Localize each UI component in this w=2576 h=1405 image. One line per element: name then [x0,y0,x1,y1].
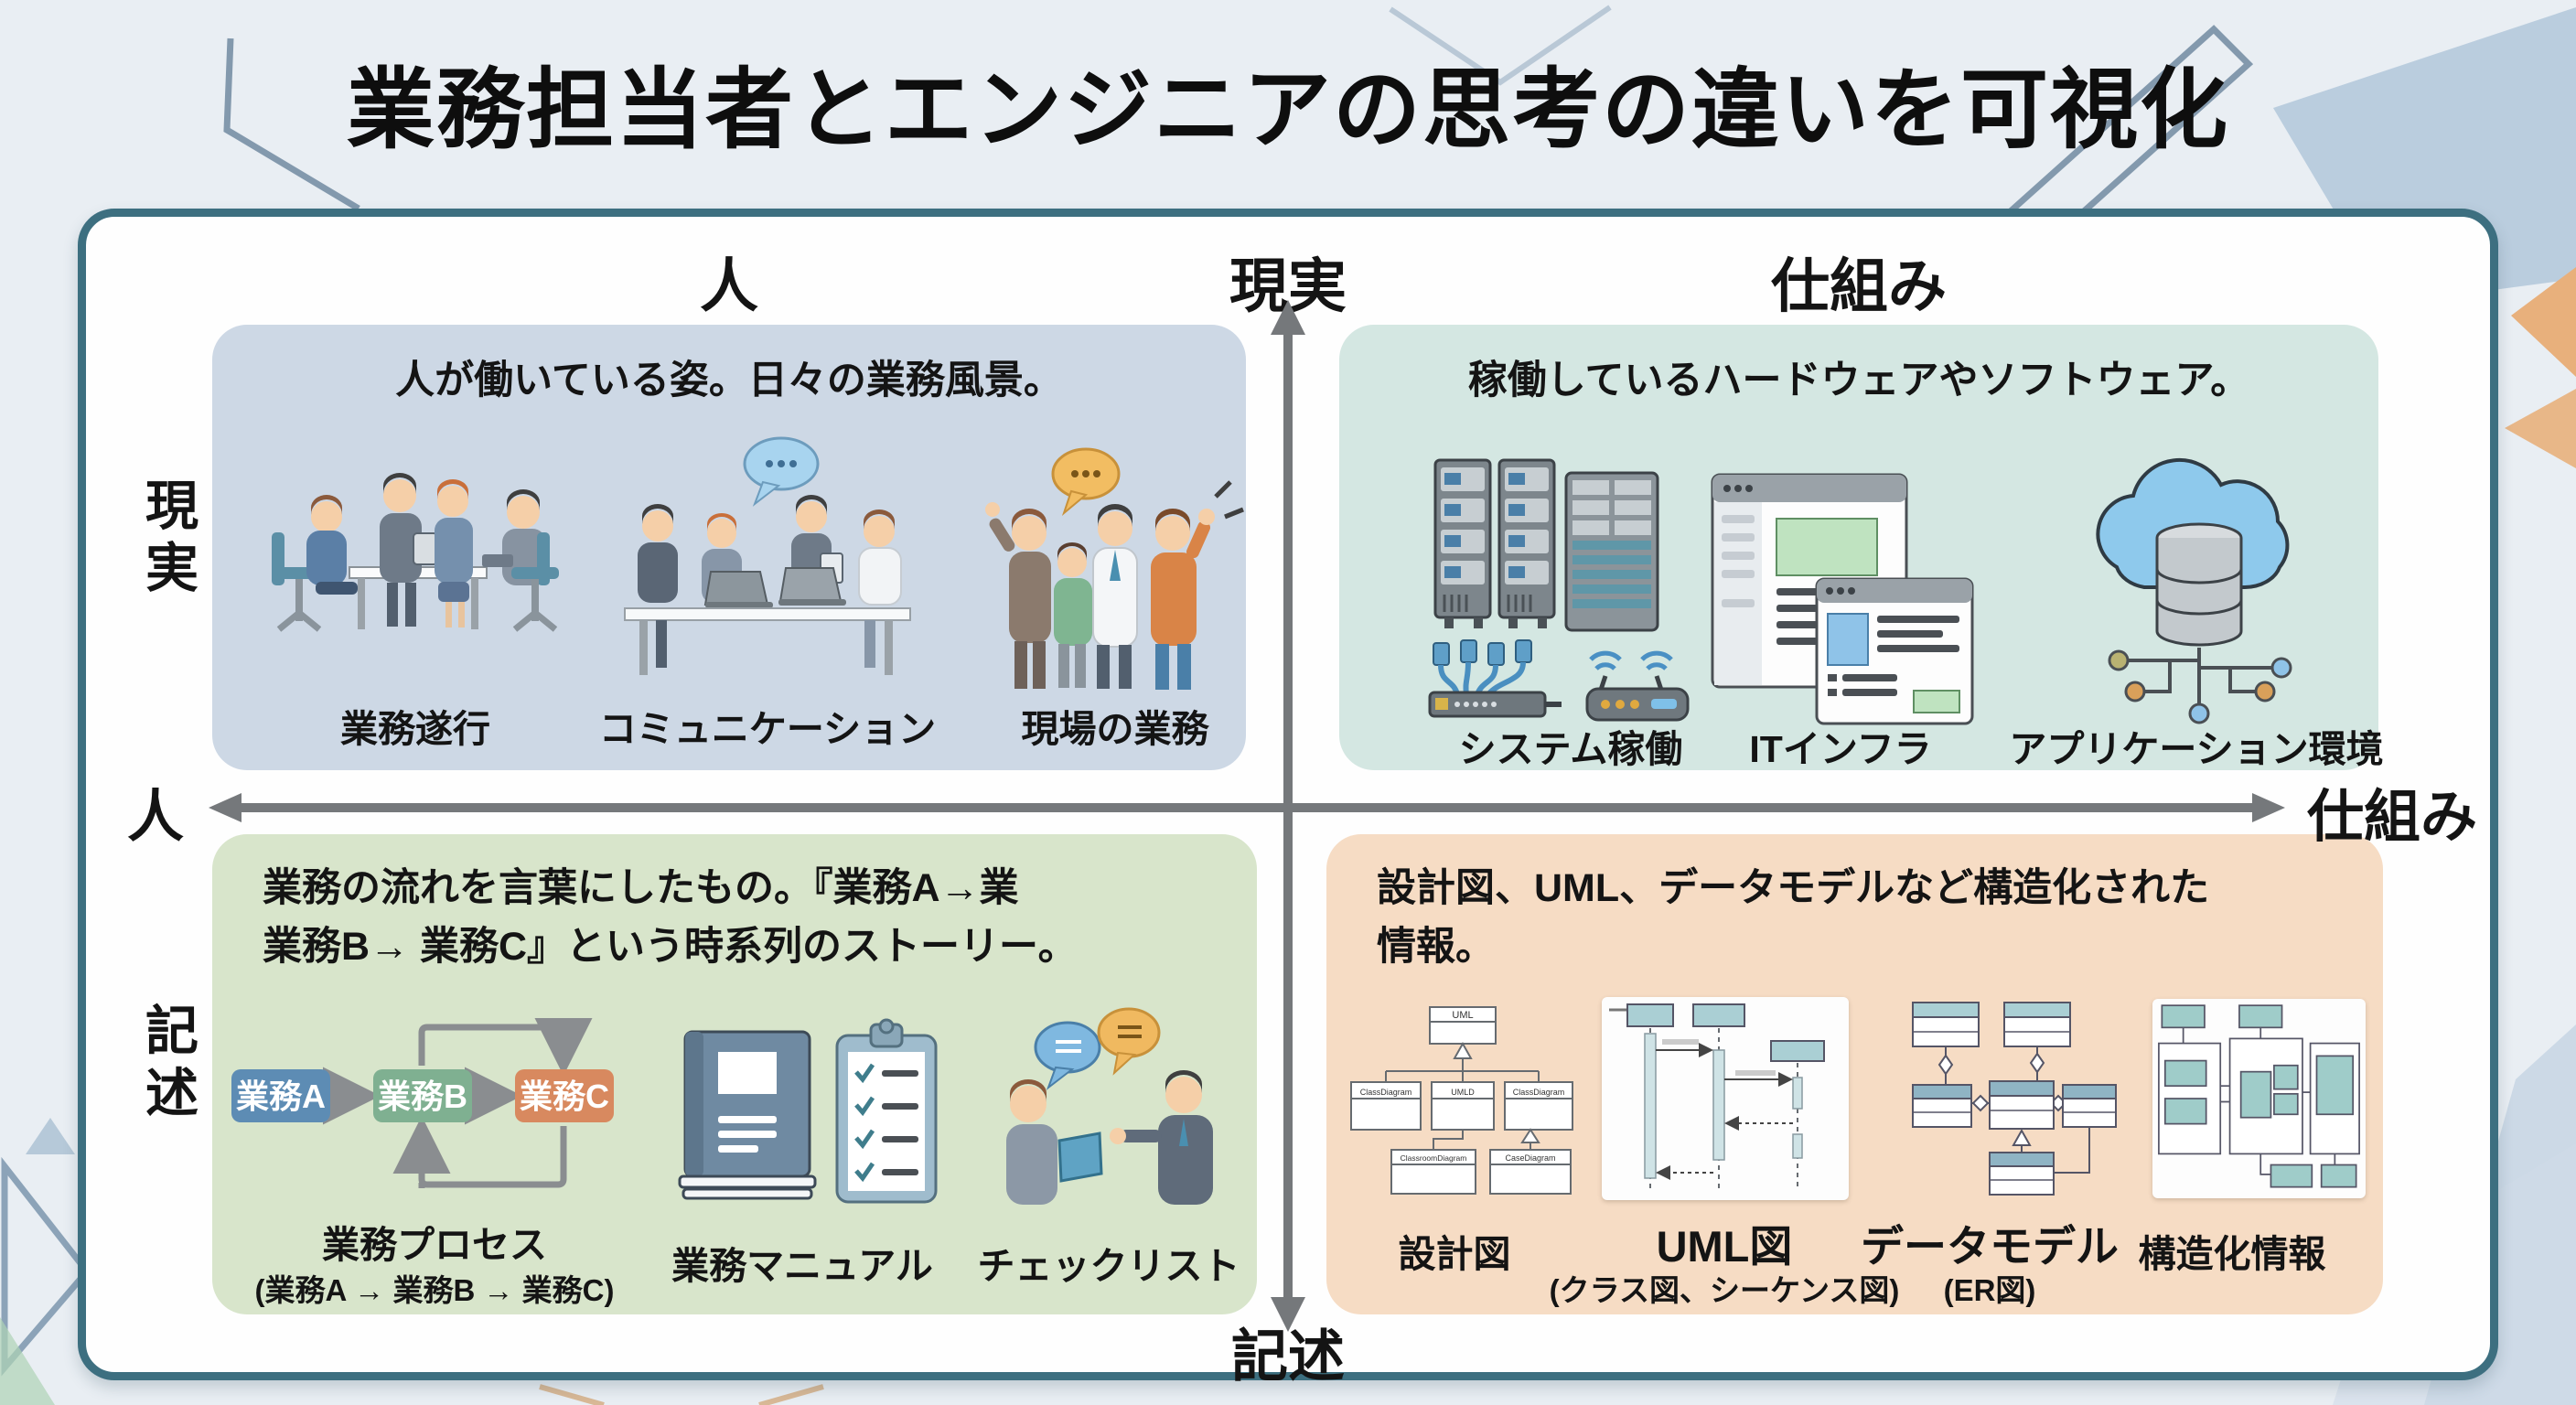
flow-step-a: 業務A [236,1078,326,1115]
flow-step-b: 業務B [378,1078,467,1115]
structured-info-icon [2158,1004,2360,1188]
team-icon [985,447,1244,690]
axis-bottom-label: 記述 [1230,1325,1345,1389]
item-label: 業務マニュアル [671,1245,933,1287]
item-label: ITインフラ [1749,728,1932,770]
item-label: 設計図 [1398,1233,1511,1275]
item-sublabel: (業務A → 業務B → 業務C) [254,1273,615,1307]
uml-sequence-card [1602,997,1849,1200]
column-header-people: 人 [700,253,758,319]
axis-right-label: 仕組み [2306,786,2477,849]
axis-arrow-down-icon [1271,1297,1305,1332]
quadrant-mechanism-description: 設計図、UML、データモデルなど構造化された 情報。 UML [1326,834,2383,1314]
quadrant-people-reality: 人が働いている姿。日々の業務風景。 [212,325,1246,770]
axis-arrow-left-icon [209,793,242,822]
diagram-box-label: CaseDiagram [1505,1153,1555,1163]
quadrant-description: 人が働いている姿。日々の業務風景。 [395,359,1063,402]
axis-arrow-right-icon [2252,793,2285,822]
quadrant-description-line2: 業務B→ 業務C』という時系列のストーリー。 [263,925,1078,969]
axis-left-label: 人 [126,786,184,849]
item-label: データモデル [1861,1222,2119,1271]
quadrant-description-line1: 設計図、UML、データモデルなど構造化された [1377,866,2210,910]
item-label: 現場の業務 [1021,708,1209,750]
structured-info-card [2152,999,2366,1198]
process-flow-diagram: 業務A 業務B 業務C [231,1018,614,1188]
row-header-description: 記述 [137,1003,197,1127]
manual-book-icon [678,1030,817,1200]
item-label: アプリケーション環境 [2009,728,2384,770]
laptop-discussion-icon [624,436,911,675]
class-diagram-icon: UML ClassDiagram UMLD ClassDiagram Class… [1350,1006,1573,1195]
er-diagram-icon [1912,1002,2117,1196]
diagram-box-label: UMLD [1451,1088,1475,1097]
checklist-clipboard-icon [835,1018,938,1204]
item-sublabel: (クラス図、シーケンス図) [1549,1273,1900,1307]
cloud-database-icon [2096,457,2292,724]
item-label: 業務遂行 [340,708,490,750]
horizontal-axis [240,803,2252,812]
browser-windows-icon [1711,473,1974,725]
quadrant-people-description: 業務の流れを言葉にしたもの。『業務A→業 業務B→ 業務C』という時系列のストー… [212,834,1257,1314]
diagram-box-label: ClassroomDiagram [1401,1153,1467,1163]
item-label: 構造化情報 [2138,1233,2326,1275]
column-header-mechanism: 仕組み [1771,253,1947,319]
page-title: 業務担当者とエンジニアの思考の違いを可視化 [347,61,2229,159]
flow-step-c: 業務C [520,1078,609,1115]
people-talking-icon [1006,1007,1213,1205]
meeting-icon [272,473,559,632]
axis-arrow-up-icon [1271,300,1305,335]
item-label: コミュニケーション [598,708,937,750]
quadrant-description: 稼働しているハードウェアやソフトウェア。 [1467,359,2250,402]
item-label: 業務プロセス [322,1224,547,1266]
quadrant-mechanism-reality: 稼働しているハードウェアやソフトウェア。 [1339,325,2384,770]
quadrant-description-line2: 情報。 [1377,925,1495,969]
sequence-diagram-icon [1609,1003,1825,1191]
vertical-axis [1283,331,1293,1297]
quadrant-description-line1: 業務の流れを言葉にしたもの。『業務A→業 [263,866,1019,910]
diagram-box-label: ClassDiagram [1513,1088,1565,1097]
item-label: システム稼働 [1458,728,1683,770]
diagram-box-label: ClassDiagram [1360,1088,1412,1097]
diagram-box-label: UML [1452,1010,1473,1021]
servers-icon [1428,458,1690,722]
item-label: UML図 [1656,1222,1793,1271]
item-label: チェックリスト [977,1245,1240,1287]
item-sublabel: (ER図) [1943,1273,2036,1307]
row-header-reality: 現実 [137,477,197,602]
